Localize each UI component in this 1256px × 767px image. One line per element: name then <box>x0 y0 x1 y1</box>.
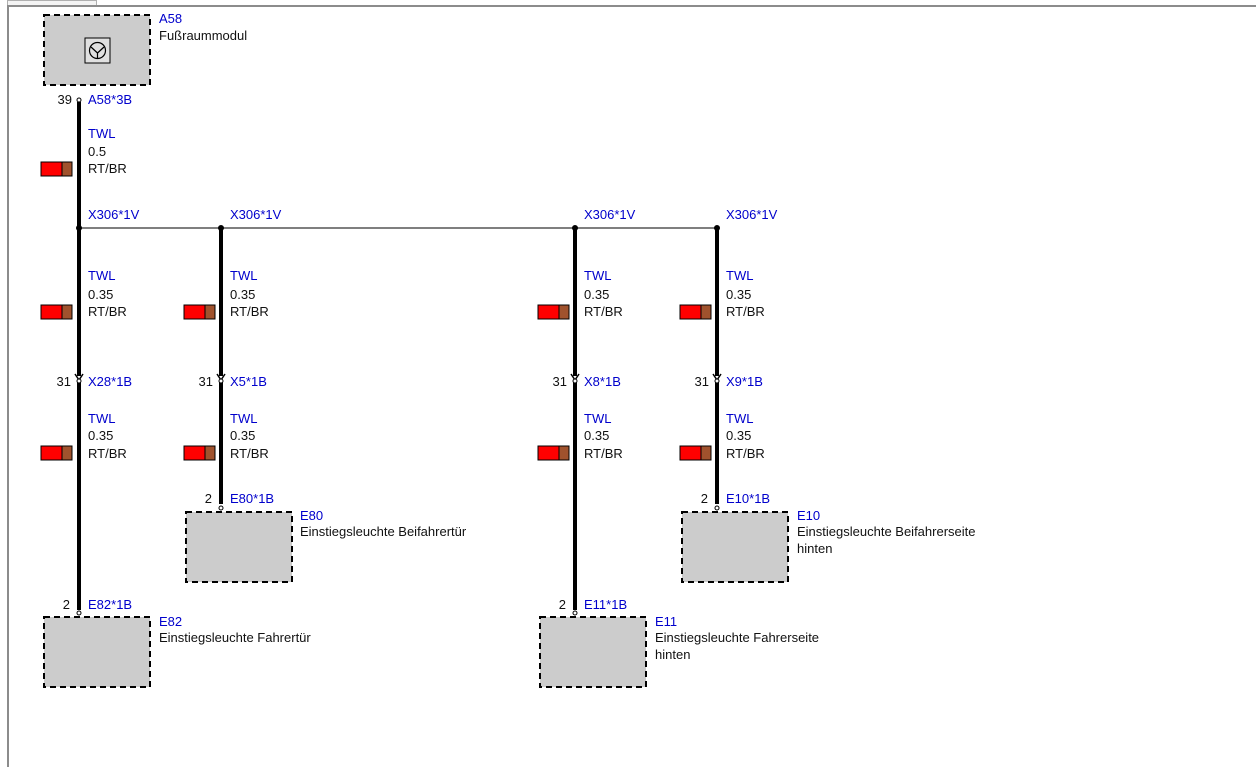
splice-point <box>76 225 82 231</box>
window-tab[interactable] <box>7 0 97 5</box>
connector-label-x306[interactable]: X306*1V <box>726 207 778 222</box>
splice-point <box>218 225 224 231</box>
wire-size: 0.35 <box>584 287 609 302</box>
pin-number: 39 <box>58 92 72 107</box>
component-id-a58[interactable]: A58 <box>159 11 182 26</box>
frame-top-border <box>7 5 1256 7</box>
pin-number: 2 <box>205 491 212 506</box>
wire-color-swatch <box>183 445 216 461</box>
connector-label-e80-1b[interactable]: E80*1B <box>230 491 274 506</box>
connector-label-x5[interactable]: X5*1B <box>230 374 267 389</box>
connector-label-x8[interactable]: X8*1B <box>584 374 621 389</box>
component-name-e10-line1: Einstiegsleuchte Beifahrerseite <box>797 524 976 539</box>
wire-size: 0.35 <box>88 287 113 302</box>
wire-color-swatch <box>40 445 73 461</box>
connector-label-x306[interactable]: X306*1V <box>584 207 636 222</box>
wire-color-code: RT/BR <box>230 446 269 461</box>
connector-label-x306[interactable]: X306*1V <box>230 207 282 222</box>
wire-size: 0.35 <box>230 428 255 443</box>
component-name-e11-line1: Einstiegsleuchte Fahrerseite <box>655 630 819 645</box>
wire-color-swatch <box>40 161 73 177</box>
wire-size: 0.35 <box>230 287 255 302</box>
wire-size: 0.5 <box>88 144 106 159</box>
component-name-e82: Einstiegsleuchte Fahrertür <box>159 630 311 645</box>
wire-color-swatch <box>183 304 216 320</box>
connector-label-x28[interactable]: X28*1B <box>88 374 132 389</box>
pin-number: 31 <box>199 374 213 389</box>
connector-label-e10-1b[interactable]: E10*1B <box>726 491 770 506</box>
wire-color-code: RT/BR <box>88 304 127 319</box>
wire-color-swatch <box>679 445 712 461</box>
pin-number: 2 <box>63 597 70 612</box>
pin-number: 2 <box>559 597 566 612</box>
wire-color-swatch <box>679 304 712 320</box>
wire-color-code: RT/BR <box>88 446 127 461</box>
component-pin-mark <box>572 610 578 616</box>
pin-number: 31 <box>57 374 71 389</box>
component-e11[interactable] <box>539 616 647 688</box>
wire-type[interactable]: TWL <box>88 268 115 283</box>
component-pin-mark <box>218 505 224 511</box>
component-id-e80[interactable]: E80 <box>300 508 323 523</box>
wire-type[interactable]: TWL <box>230 411 257 426</box>
pin-number: 31 <box>695 374 709 389</box>
component-name-e10-line2: hinten <box>797 541 832 556</box>
component-e80[interactable] <box>185 511 293 583</box>
component-id-e82[interactable]: E82 <box>159 614 182 629</box>
pin-number: 2 <box>701 491 708 506</box>
wire-size: 0.35 <box>88 428 113 443</box>
pin-number: 31 <box>553 374 567 389</box>
component-id-e11[interactable]: E11 <box>655 614 677 629</box>
connector-label-e11-1b[interactable]: E11*1B <box>584 597 627 612</box>
connector-pin-mark <box>712 373 722 384</box>
connector-pin-mark <box>74 373 84 384</box>
wire-size: 0.35 <box>726 287 751 302</box>
component-name-e11-line2: hinten <box>655 647 690 662</box>
component-pin-mark <box>714 505 720 511</box>
component-a58[interactable] <box>43 14 151 86</box>
component-name-a58: Fußraummodul <box>159 28 247 43</box>
wire-type[interactable]: TWL <box>726 268 753 283</box>
component-name-e80: Einstiegsleuchte Beifahrertür <box>300 524 467 539</box>
wire-color-swatch <box>40 304 73 320</box>
ground-symbol-icon <box>84 37 111 64</box>
component-e82[interactable] <box>43 616 151 688</box>
wire-type[interactable]: TWL <box>88 411 115 426</box>
component-pin-mark <box>76 97 82 103</box>
wire-color-swatch <box>537 304 570 320</box>
connector-pin-mark <box>216 373 226 384</box>
wire-color-code: RT/BR <box>230 304 269 319</box>
splice-point <box>572 225 578 231</box>
wire-type[interactable]: TWL <box>584 268 611 283</box>
connector-label-a58-3b[interactable]: A58*3B <box>88 92 132 107</box>
wire-type[interactable]: TWL <box>584 411 611 426</box>
wire-type[interactable]: TWL <box>230 268 257 283</box>
splice-point <box>714 225 720 231</box>
wire-color-code: RT/BR <box>726 304 765 319</box>
component-pin-mark <box>76 610 82 616</box>
component-e10[interactable] <box>681 511 789 583</box>
connector-pin-mark <box>570 373 580 384</box>
frame-left-border <box>7 5 9 767</box>
component-id-e10[interactable]: E10 <box>797 508 820 523</box>
wire-color-code: RT/BR <box>584 446 623 461</box>
connector-label-x306[interactable]: X306*1V <box>88 207 140 222</box>
wire-color-code: RT/BR <box>726 446 765 461</box>
wire-size: 0.35 <box>726 428 751 443</box>
wire-type[interactable]: TWL <box>88 126 115 141</box>
connector-label-x9[interactable]: X9*1B <box>726 374 763 389</box>
connector-label-e82-1b[interactable]: E82*1B <box>88 597 132 612</box>
wire-color-code: RT/BR <box>88 161 127 176</box>
wire-size: 0.35 <box>584 428 609 443</box>
wire-color-swatch <box>537 445 570 461</box>
wire-color-code: RT/BR <box>584 304 623 319</box>
wire-type[interactable]: TWL <box>726 411 753 426</box>
